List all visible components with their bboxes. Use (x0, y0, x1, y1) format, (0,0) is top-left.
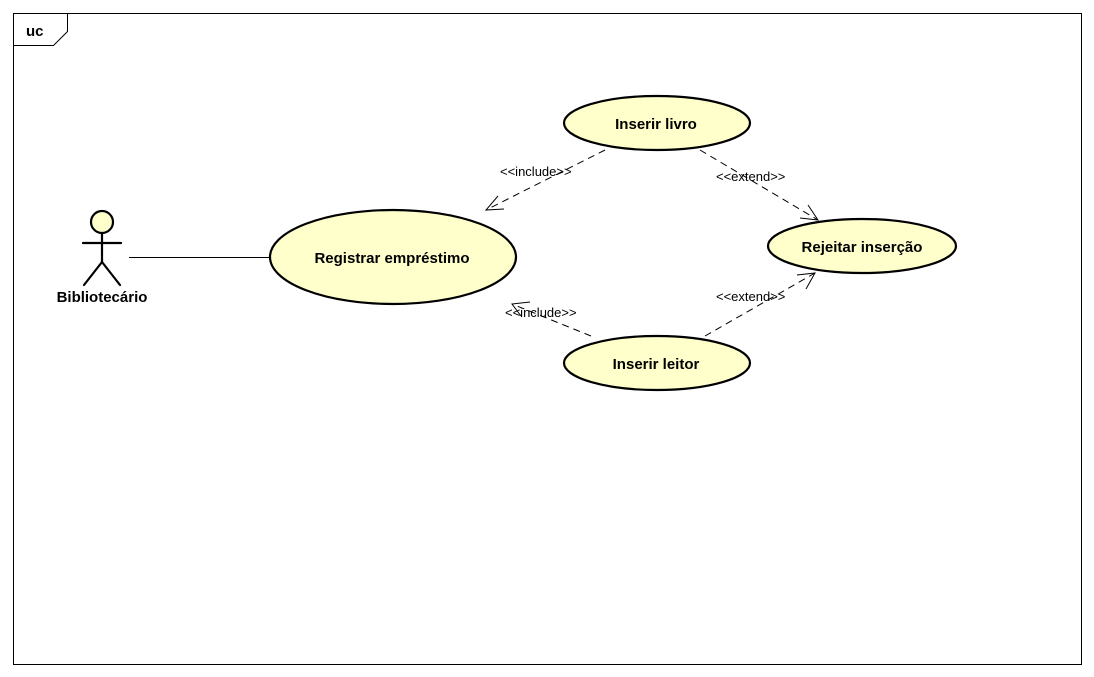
extend-line-livro (699, 149, 819, 221)
actor-right-leg (100, 260, 122, 287)
extend-dependency-livro: <<extend>> (699, 149, 820, 221)
extend-dependency-leitor: <<extend>> (704, 272, 816, 337)
usecase-label: Inserir leitor (613, 356, 700, 373)
extend-arrowhead-livro (799, 204, 820, 221)
usecase-rejeitar-insercao[interactable]: Rejeitar inserção (766, 217, 958, 275)
include-arrowhead-livro (484, 195, 505, 211)
frame-kind-label: uc (26, 23, 44, 40)
actor-left-leg (82, 260, 104, 287)
include-arrowhead-leitor (511, 301, 531, 317)
include-label-livro: <<include>> (500, 164, 572, 179)
usecase-label: Inserir livro (615, 116, 697, 133)
frame-tab (13, 13, 68, 46)
include-dependency-livro: <<include>> (484, 149, 606, 211)
usecase-ellipse (766, 217, 958, 275)
extend-label-leitor: <<extend>> (716, 289, 785, 304)
actor-head (89, 209, 115, 235)
extend-label-livro: <<extend>> (716, 169, 785, 184)
include-label-leitor: <<include>> (505, 305, 577, 320)
usecase-inserir-leitor[interactable]: Inserir leitor (562, 334, 752, 392)
frame-border (13, 13, 1082, 665)
usecase-label: Registrar empréstimo (314, 250, 469, 267)
usecase-inserir-livro[interactable]: Inserir livro (562, 94, 752, 152)
include-line-leitor (511, 303, 592, 337)
include-line-livro (485, 149, 606, 211)
extend-arrowhead-leitor (796, 272, 816, 290)
usecase-ellipse (562, 94, 752, 152)
diagram-frame: uc (13, 13, 1082, 665)
include-dependency-leitor: <<include>> (505, 301, 592, 337)
usecase-ellipse (562, 334, 752, 392)
actor-name: Bibliotecário (57, 289, 148, 306)
extend-line-leitor (704, 272, 816, 337)
usecase-registrar-emprestimo[interactable]: Registrar empréstimo (268, 208, 518, 306)
usecase-ellipse (268, 208, 518, 306)
usecase-label: Rejeitar inserção (802, 239, 923, 256)
actor-bibliotecario[interactable]: Bibliotecário (57, 209, 148, 306)
